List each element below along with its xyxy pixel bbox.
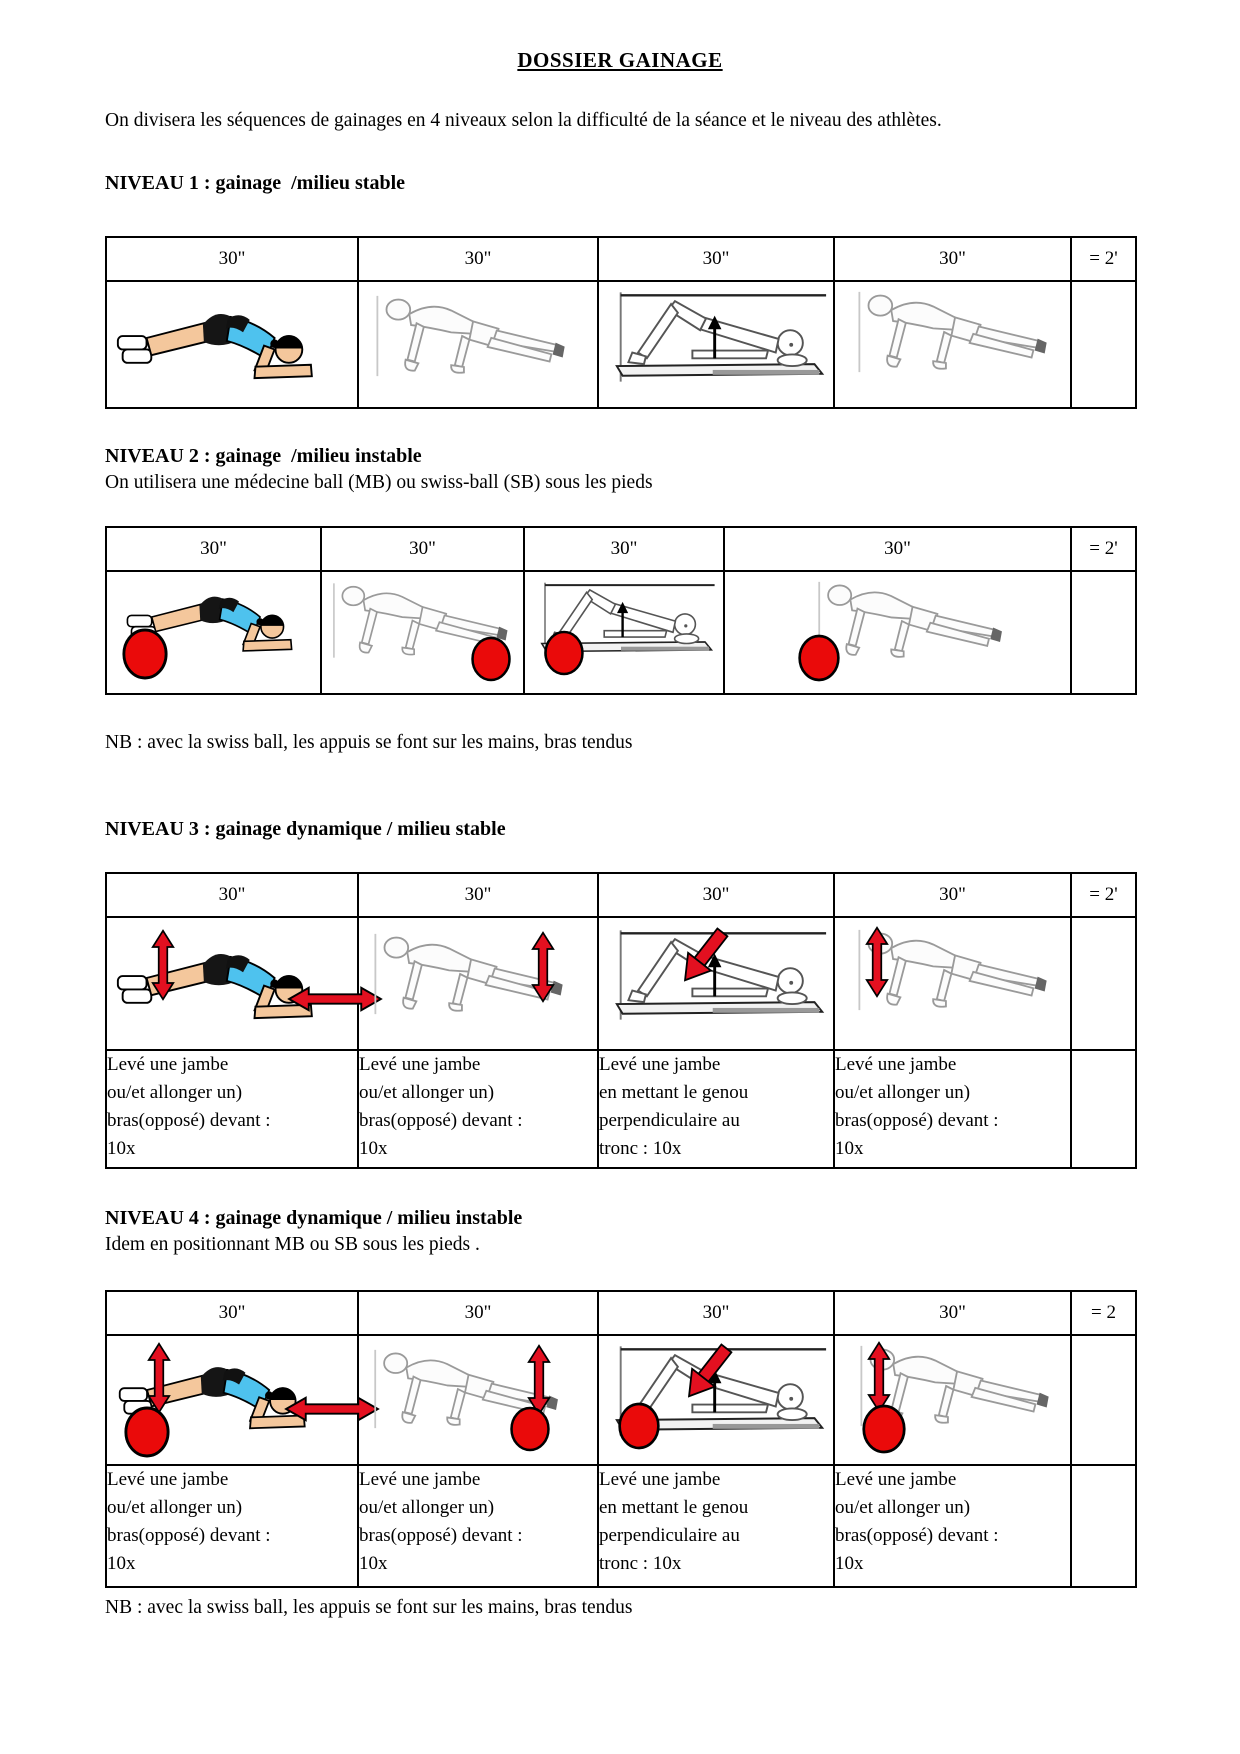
side-plank-figure [853, 286, 1058, 378]
exercise-cell-side-plank-reverse-dynamic-ball [833, 1334, 1072, 1466]
total-column-cell [1070, 280, 1137, 409]
duration-cell: 30" [833, 1290, 1072, 1336]
total-cell: = 2 [1070, 1290, 1137, 1336]
duration-cell: 30" [597, 236, 835, 282]
durations-row: 30" 30" 30" 30" = 2' [105, 872, 1137, 918]
up-down-arrow-icon [147, 1340, 171, 1416]
level-2-table: 30" 30" 30" 30" = 2' [105, 526, 1137, 695]
exercise-cell-side-plank-ball [320, 570, 525, 695]
exercise-cell-glute-bridge-dynamic [597, 916, 835, 1051]
medicine-ball-icon [797, 634, 841, 682]
medicine-ball-icon [543, 630, 585, 676]
exercise-cell-front-plank [105, 280, 359, 409]
exercise-cell-side-plank-dynamic-ball [357, 1334, 599, 1466]
level-3-heading: NIVEAU 3 : gainage dynamique / milieu st… [105, 818, 506, 840]
medicine-ball-icon [617, 1402, 661, 1450]
nb-note-2: NB : avec la swiss ball, les appuis se f… [105, 1597, 633, 1618]
nb-note-1: NB : avec la swiss ball, les appuis se f… [105, 732, 633, 753]
exercise-note: Levé une jambe ou/et allonger un) bras(o… [833, 1464, 1072, 1588]
duration-cell: 30" [320, 526, 525, 572]
duration-cell: 30" [357, 236, 599, 282]
level-3-table: 30" 30" 30" 30" = 2' [105, 872, 1137, 1169]
duration-cell: 30" [833, 872, 1072, 918]
duration-cell: 30" [357, 872, 599, 918]
level-2-section: NIVEAU 2 : gainage /milieu instable On u… [105, 443, 1137, 695]
level-3-section: NIVEAU 3 : gainage dynamique / milieu st… [105, 816, 1137, 1169]
total-column-cell [1070, 1049, 1137, 1169]
level-4-heading: NIVEAU 4 : gainage dynamique / milieu in… [105, 1207, 523, 1229]
side-plank-figure [813, 576, 1013, 666]
diagonal-arrow-icon [679, 1336, 737, 1408]
total-cell: = 2' [1070, 236, 1137, 282]
duration-cell: 30" [597, 872, 835, 918]
duration-cell: 30" [597, 1290, 835, 1336]
level-2-subheading: On utilisera une médecine ball (MB) ou s… [105, 472, 653, 493]
level-4-table: 30" 30" 30" 30" = 2 [105, 1290, 1137, 1588]
medicine-ball-icon [509, 1406, 551, 1452]
medicine-ball-icon [123, 1406, 171, 1458]
total-cell: = 2' [1070, 872, 1137, 918]
exercise-note: Levé une jambe ou/et allonger un) bras(o… [105, 1049, 359, 1169]
glute-bridge-figure [611, 288, 829, 386]
exercise-note: Levé une jambe ou/et allonger un) bras(o… [105, 1464, 359, 1588]
intro-text: On divisera les séquences de gainages en… [105, 110, 942, 131]
exercise-note: Levé une jambe ou/et allonger un) bras(o… [357, 1464, 599, 1588]
level-2-heading: NIVEAU 2 : gainage /milieu instable [105, 445, 422, 467]
total-cell: = 2' [1070, 526, 1137, 572]
exercise-cell-front-plank-dynamic-ball [105, 1334, 358, 1466]
exercise-cell-side-plank [357, 280, 599, 409]
exercises-row [105, 916, 1137, 1051]
total-column-cell [1070, 1334, 1137, 1466]
duration-cell: 30" [523, 526, 725, 572]
duration-cell: 30" [105, 872, 359, 918]
notes-row: Levé une jambe ou/et allonger un) bras(o… [105, 1049, 1137, 1169]
exercises-row [105, 280, 1137, 409]
level-1-heading: NIVEAU 1 : gainage /milieu stable [105, 172, 405, 194]
duration-cell: 30" [105, 526, 322, 572]
exercise-cell-glute-bridge-dynamic-ball [597, 1334, 835, 1466]
total-column-cell [1070, 570, 1137, 695]
medicine-ball-icon [470, 636, 512, 682]
exercise-cell-glute-bridge [597, 280, 835, 409]
level-1-section: NIVEAU 1 : gainage /milieu stable 30" 30… [105, 170, 1137, 409]
exercise-cell-side-plank-reverse-dynamic [833, 916, 1072, 1051]
duration-cell: 30" [105, 1290, 359, 1336]
duration-cell: 30" [833, 236, 1072, 282]
up-down-arrow-icon [865, 922, 889, 1002]
front-plank-figure [115, 290, 330, 386]
medicine-ball-icon [121, 628, 169, 680]
diagonal-arrow-icon [675, 920, 733, 992]
exercise-note: Levé une jambe ou/et allonger un) bras(o… [357, 1049, 599, 1169]
exercise-note: Levé une jambe en mettant le genou perpe… [597, 1464, 835, 1588]
durations-row: 30" 30" 30" 30" = 2' [105, 236, 1137, 282]
medicine-ball-icon [861, 1404, 907, 1454]
exercise-cell-front-plank-ball [105, 570, 322, 695]
duration-cell: 30" [723, 526, 1072, 572]
exercise-cell-front-plank-dynamic [105, 916, 358, 1051]
exercises-row [105, 1334, 1137, 1466]
exercise-note: Levé une jambe en mettant le genou perpe… [597, 1049, 835, 1169]
total-column-cell [1070, 916, 1137, 1051]
durations-row: 30" 30" 30" 30" = 2 [105, 1290, 1137, 1336]
exercise-note: Levé une jambe ou/et allonger un) bras(o… [833, 1049, 1072, 1169]
exercises-row [105, 570, 1137, 695]
duration-cell: 30" [357, 1290, 599, 1336]
level-4-section: NIVEAU 4 : gainage dynamique / milieu in… [105, 1205, 1137, 1588]
up-down-arrow-icon [151, 926, 175, 1004]
durations-row: 30" 30" 30" 30" = 2' [105, 526, 1137, 572]
duration-cell: 30" [105, 236, 359, 282]
level-1-table: 30" 30" 30" 30" = 2' [105, 236, 1137, 409]
total-column-cell [1070, 1464, 1137, 1588]
side-plank-figure [371, 290, 576, 382]
notes-row: Levé une jambe ou/et allonger un) bras(o… [105, 1464, 1137, 1588]
exercise-cell-side-plank-dynamic [357, 916, 599, 1051]
page-title: DOSSIER GAINAGE [517, 48, 723, 72]
exercise-cell-side-plank-reverse-ball [723, 570, 1072, 695]
exercise-cell-side-plank-reverse [833, 280, 1072, 409]
level-4-subheading: Idem en positionnant MB ou SB sous les p… [105, 1234, 480, 1255]
exercise-cell-glute-bridge-ball [523, 570, 725, 695]
up-down-arrow-icon [531, 926, 555, 1008]
